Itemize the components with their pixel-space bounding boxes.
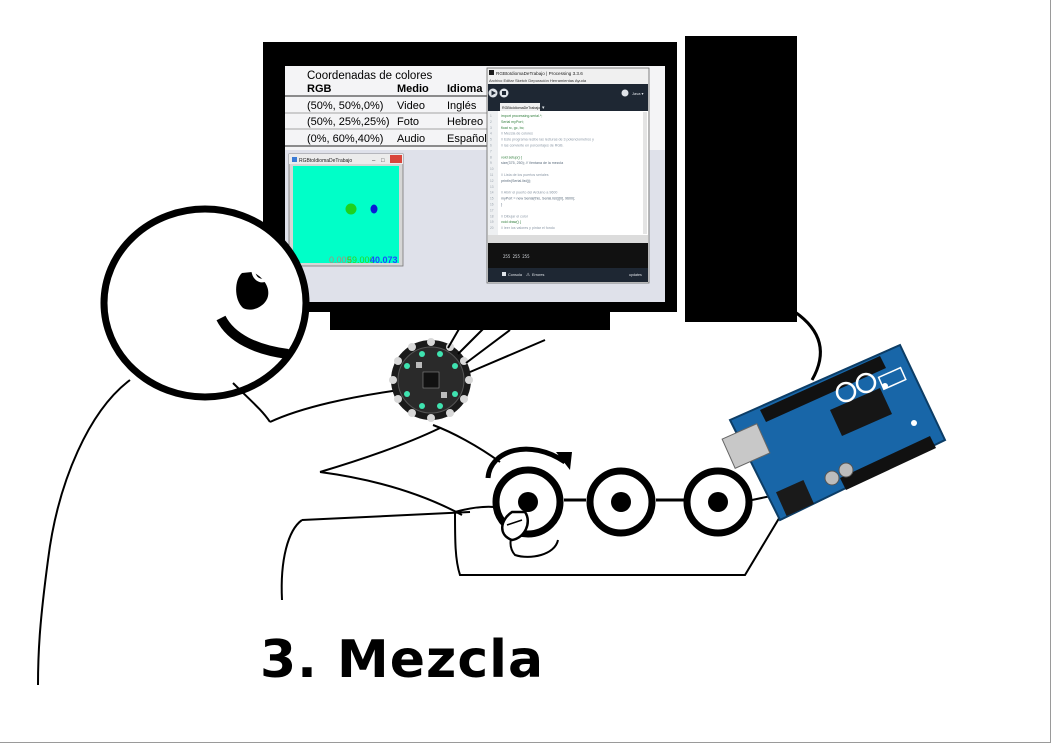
sketch-window-title: RGBtoIdiomaDeTrabajo [299,158,352,164]
readout-blue: 40.073 [370,255,398,265]
green-color-dot [345,203,357,215]
line-number: 13 [490,185,494,189]
line-number: 1 [490,114,492,118]
blue-color-dot [370,204,378,214]
potentiometer-row [485,446,791,542]
line-number: 18 [490,214,494,218]
line-number: 14 [490,191,494,195]
updates-status: updates [629,273,642,277]
line-number: 15 [490,197,494,201]
table-cell: Español [447,133,487,145]
code-line: import processing.serial.*; [501,114,542,118]
console-tab[interactable]: Consola [508,273,523,277]
signal-lines [447,309,546,373]
sketch-canvas [293,166,399,263]
color-coordinates-table: Coordenadas de colores RGB Medio Idioma … [285,70,488,147]
close-icon[interactable] [390,155,402,163]
mode-selector[interactable]: Java ▾ [632,91,644,96]
tab-dropdown-icon[interactable]: ▾ [542,105,545,111]
code-line: void draw() { [501,220,522,224]
code-line: // Lista de los puertos seriales [501,173,549,177]
line-number: 19 [490,220,494,224]
maximize-icon[interactable]: □ [381,158,385,164]
table-header-idioma: Idioma [447,83,483,95]
table-cell: Audio [397,133,425,145]
table-row: (50%, 50%,0%) [307,100,383,112]
slide-title: 3. Mezcla [260,630,545,690]
arduino-uno-board-icon [721,343,947,522]
code-line: // Dibujar el color [501,214,529,218]
table-caption: Coordenadas de colores [307,70,433,82]
circuit-playground-board-icon [389,338,473,422]
potentiometer-icon[interactable] [683,467,753,537]
line-number: 12 [490,179,494,183]
potentiometer-icon[interactable] [586,467,656,537]
line-number: 7 [490,149,492,153]
line-number: 8 [490,155,492,159]
stray-dot [280,104,284,108]
code-line: // leer los valores y pintar el fondo [501,226,555,230]
code-line: myPort = new Serial(this, Serial.list()[… [501,197,575,201]
table-row: (50%, 25%,25%) [307,116,390,128]
debug-button[interactable] [621,89,629,97]
line-number: 20 [490,226,494,230]
code-line: // Abrir el puerto del Arduino a 9600 [501,191,557,195]
app-icon [292,157,297,162]
table-row: (0%, 60%,40%) [307,133,383,145]
ide-tab[interactable] [500,103,540,111]
code-line: println(Serial.list()); [501,179,531,183]
code-line: size(375, 250); // Ventana de la mezcla [501,161,563,165]
line-gutter [488,111,498,235]
warning-icon: ⚠ [526,272,531,277]
console-panel [488,243,648,268]
code-line: Serial myPort; [501,120,524,124]
rotate-arrow-icon [485,446,572,479]
console-divider[interactable] [488,235,648,243]
line-number: 2 [490,120,492,124]
code-line: void setup() { [501,155,523,159]
ide-window-title: RGBtoIdiomaDeTrabajo | Processing 3.3.6 [496,71,583,76]
table-cell: Foto [397,116,419,128]
sketch-window[interactable]: RGBtoIdiomaDeTrabajo – □ 0.009 59.000 40… [288,153,404,267]
table-cell: Inglés [447,100,477,112]
line-number: 10 [490,167,494,171]
code-line: // las convierte en porcentajes de RGB. [501,144,564,148]
code-line: float rc, gc, bc; [501,126,524,130]
ide-tab-label: RGBtoIdiomaDeTrabajo [502,106,540,110]
code-line: } [501,203,503,207]
table-header-rgb: RGB [307,83,332,95]
ide-window[interactable]: RGBtoIdiomaDeTrabajo | Processing 3.3.6 … [486,67,650,284]
table-header-medio: Medio [397,83,429,95]
errors-tab[interactable]: Errores [532,273,545,277]
code-line: // Mezcla de colores [501,132,533,136]
stop-icon [502,91,506,95]
line-number: 3 [490,126,492,130]
ide-toolbar [488,84,648,102]
line-number: 9 [490,161,492,165]
line-number: 5 [490,138,492,142]
table-cell: Video [397,100,425,112]
line-number: 4 [490,132,492,136]
table-cell: Hebreo [447,116,483,128]
line-number: 11 [490,173,494,177]
line-number: 6 [490,144,492,148]
smiling-person-icon [37,205,791,686]
console-icon [502,272,506,276]
readout-red: 0.009 [329,255,352,265]
code-editor[interactable] [488,111,648,235]
editor-scrollbar[interactable] [643,112,647,234]
minimize-icon[interactable]: – [372,158,376,164]
play-icon [491,90,496,96]
ide-menu-bar[interactable]: Archivo Editar Sketch Depuración Herrami… [489,78,587,83]
readout-green: 59.000 [347,255,375,265]
line-number: 16 [490,203,494,207]
code-lines: 1 import processing.serial.*; 2 Serial myPo… [490,114,594,230]
console-output: 255 255 255 [503,254,530,259]
processing-icon [489,70,494,75]
tower-icon [685,36,822,381]
code-line: // Este programa recibe las lecturas de … [501,138,594,142]
line-number: 17 [490,208,494,212]
